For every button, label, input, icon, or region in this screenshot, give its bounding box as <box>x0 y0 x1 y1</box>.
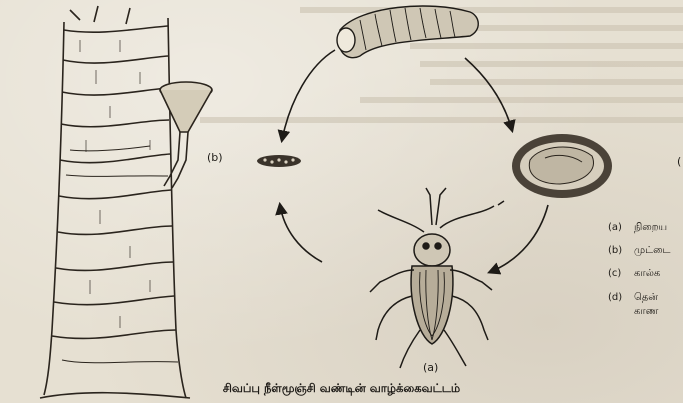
legend-item-b: (b) முட்டை <box>608 245 670 257</box>
legend-item-d: (d) தென் <box>608 292 658 304</box>
legend-text: முட்டை <box>634 245 670 257</box>
legend-item-c: (c) கால்க <box>608 268 660 280</box>
larva-icon <box>337 6 478 58</box>
legend-item-d-cont: காண <box>608 306 658 318</box>
legend-text: நிறைய <box>634 222 667 234</box>
figure-caption: சிவப்பு நீள்மூஞ்சி வண்டின் வாழ்க்கைவட்டம… <box>0 381 683 397</box>
legend-key <box>608 306 628 318</box>
pupa-cocoon-icon <box>512 134 612 198</box>
legend-key: (c) <box>608 268 628 280</box>
legend-key: (a) <box>608 222 628 234</box>
arrow-adult-to-eggs <box>280 205 322 262</box>
beetle-label: (a) <box>423 362 438 373</box>
weevil-beetle-icon <box>370 188 504 368</box>
legend-key: (d) <box>608 292 628 304</box>
legend-text: கால்க <box>634 268 660 280</box>
legend-text: காண <box>634 306 658 318</box>
arrow-larva-to-pupa <box>465 58 512 130</box>
legend-text: தென் <box>634 292 658 304</box>
legend-item-a: (a) நிறைய <box>608 222 667 234</box>
pupa-label-partial: ( <box>677 156 681 167</box>
eggs-icon <box>257 155 301 167</box>
legend-key: (b) <box>608 245 628 257</box>
funnel-label: (b) <box>207 152 223 163</box>
arrow-eggs-to-larva <box>282 50 335 140</box>
arrow-pupa-to-adult <box>490 205 548 272</box>
